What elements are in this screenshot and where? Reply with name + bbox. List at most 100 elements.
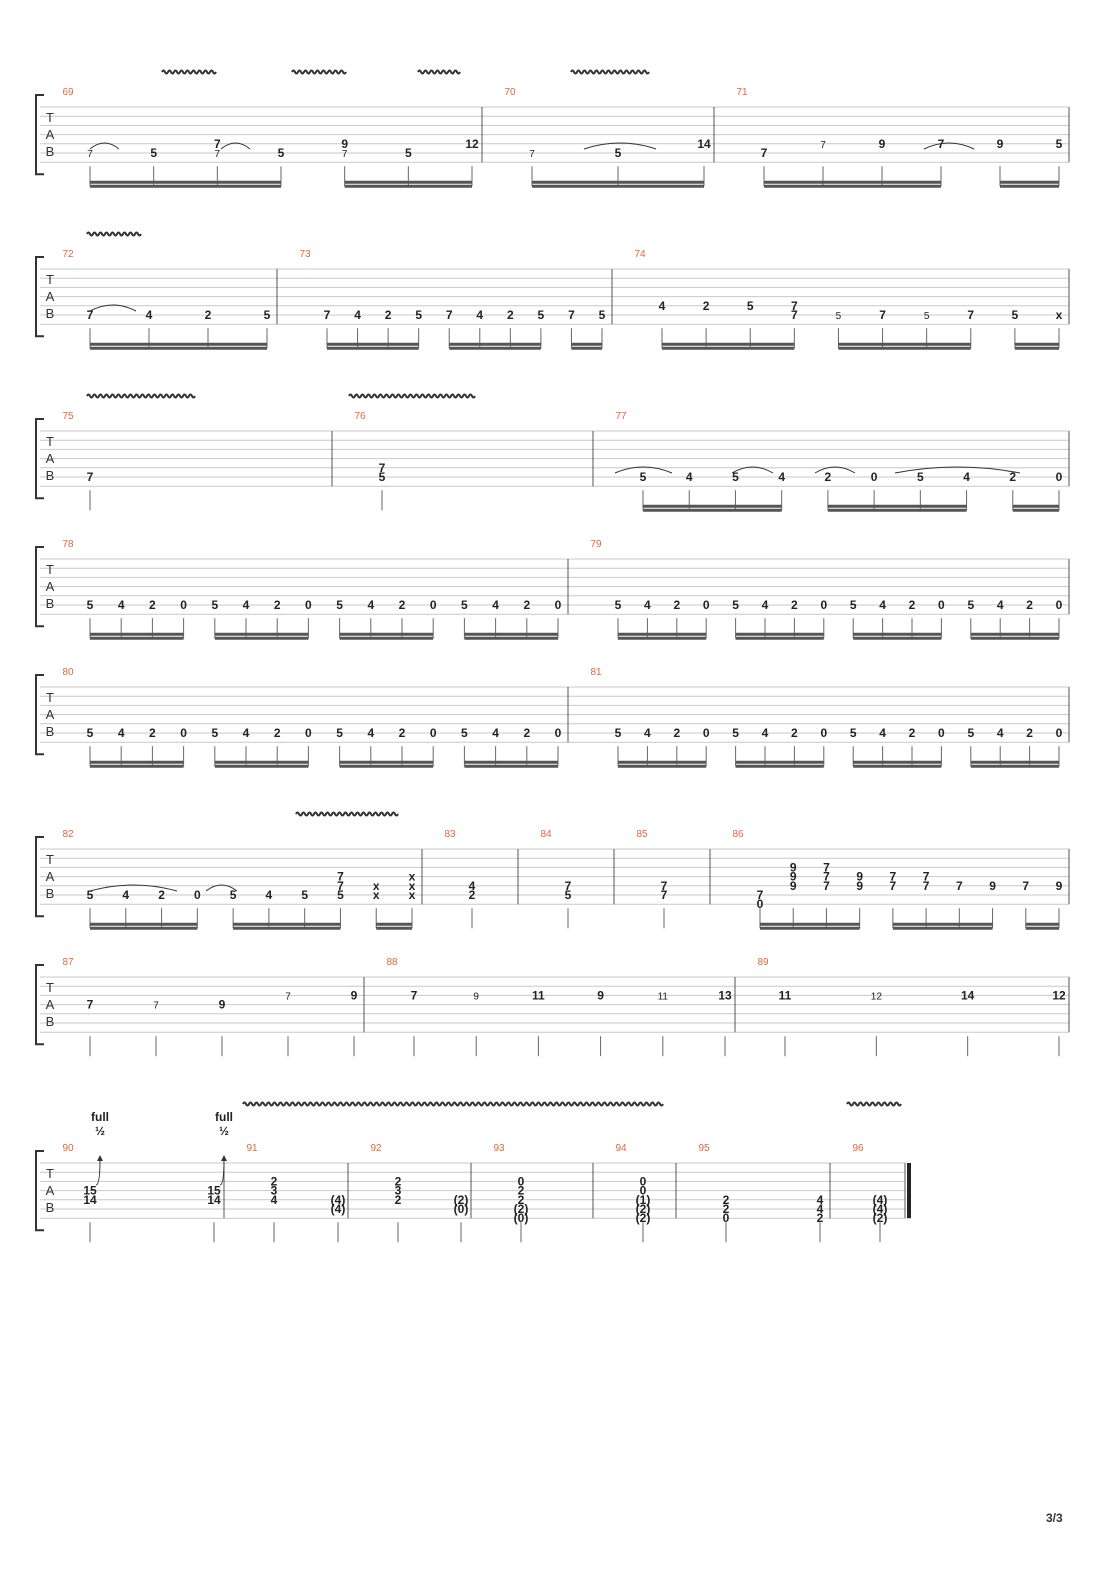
fret-number: 0	[555, 598, 562, 612]
fret-number: 4	[762, 726, 769, 740]
fret-number: 9	[473, 991, 479, 1002]
bend-fraction: ½	[219, 1124, 229, 1138]
tab-clef-letter: A	[46, 579, 55, 594]
tab-clef-letter: B	[46, 306, 55, 321]
fret-number: 9	[790, 860, 797, 874]
fret-number: 5	[150, 146, 157, 160]
system-bracket	[35, 836, 44, 918]
fret-number: 4	[644, 726, 651, 740]
measure-number: 86	[732, 829, 744, 840]
fret-number: 9	[989, 879, 996, 893]
fret-number: 2	[909, 726, 916, 740]
fret-number: 5	[967, 726, 974, 740]
fret-number: 5	[615, 146, 622, 160]
fret-number: 11	[658, 991, 669, 1002]
fret-number: 5	[615, 726, 622, 740]
fret-number: 4	[469, 879, 476, 893]
bend-fraction: ½	[95, 1124, 105, 1138]
fret-number: 7	[661, 888, 668, 902]
measure-number: 96	[852, 1143, 864, 1154]
tab-clef-letter: B	[46, 724, 55, 739]
vibrato-line	[846, 1101, 902, 1107]
fret-number: 14	[961, 988, 975, 1002]
fret-number: 0	[820, 726, 827, 740]
fret-number: 2	[703, 299, 710, 313]
fret-number: (4)	[873, 1202, 888, 1216]
fret-number: 7	[1022, 879, 1029, 893]
measure-number: 92	[370, 1143, 382, 1154]
fret-number: 7	[967, 308, 974, 322]
measure-number: 79	[590, 539, 602, 550]
system-bracket	[35, 418, 44, 500]
fret-number: 4	[879, 726, 886, 740]
fret-number: 7	[285, 991, 291, 1002]
fret-number: 0	[703, 726, 710, 740]
tab-clef-letter: A	[46, 869, 55, 884]
measure-number: 72	[62, 249, 74, 260]
fret-number: 0	[640, 1184, 647, 1198]
fret-number: 5	[836, 311, 842, 322]
fret-number: 3	[395, 1184, 402, 1198]
fret-number: 9	[597, 988, 604, 1002]
fret-number: 4	[146, 308, 153, 322]
measure-number: 93	[493, 1143, 505, 1154]
fret-number: 4	[762, 598, 769, 612]
tab-clef-letter: B	[46, 886, 55, 901]
fret-number: 7	[879, 308, 886, 322]
fret-number: 2	[723, 1193, 730, 1207]
fret-number: 0	[640, 1174, 647, 1188]
fret-number: 4	[118, 598, 125, 612]
fret-number: 4	[778, 470, 785, 484]
fret-number: 2	[518, 1184, 525, 1198]
fret-number: 5	[967, 598, 974, 612]
tie-arc	[731, 466, 774, 474]
tie-arc	[205, 884, 238, 892]
fret-number: 5	[461, 726, 468, 740]
vibrato-line	[295, 811, 399, 817]
fret-number: 2	[205, 308, 212, 322]
fret-number: (1)	[636, 1193, 651, 1207]
measure-number: 90	[62, 1143, 74, 1154]
fret-number: 7	[791, 308, 798, 322]
fret-number: 2	[1009, 470, 1016, 484]
tab-clef-letter: T	[46, 110, 54, 125]
fret-number: x	[373, 879, 380, 893]
fret-number: 2	[149, 726, 156, 740]
tie-arc	[583, 142, 657, 150]
fret-number: 7	[757, 888, 764, 902]
fret-number: 5	[732, 726, 739, 740]
fret-number: 9	[341, 137, 348, 151]
fret-number: 9	[790, 870, 797, 884]
fret-number: 2	[274, 726, 281, 740]
fret-number: 7	[568, 308, 575, 322]
measure-number: 76	[354, 411, 366, 422]
fret-number: (2)	[454, 1193, 469, 1207]
fret-number: 0	[820, 598, 827, 612]
fret-number: 5	[405, 146, 412, 160]
measure-number: 80	[62, 667, 74, 678]
measure-number: 74	[634, 249, 646, 260]
fret-number: 0	[180, 726, 187, 740]
fret-number: 2	[909, 598, 916, 612]
fret-number: 4	[644, 598, 651, 612]
fret-number: 5	[278, 146, 285, 160]
bend-arrowhead	[221, 1155, 227, 1161]
tab-clef-letter: T	[46, 980, 54, 995]
fret-number: 0	[180, 598, 187, 612]
fret-number: 0	[430, 726, 437, 740]
fret-number: (4)	[331, 1193, 346, 1207]
tab-clef-letter: A	[46, 289, 55, 304]
fret-number: 13	[718, 988, 732, 1002]
fret-number: 5	[1056, 137, 1063, 151]
fret-number: 9	[856, 879, 863, 893]
system-bracket	[35, 546, 44, 628]
fret-number: 12	[465, 137, 479, 151]
bend-arrowhead	[97, 1155, 103, 1161]
fret-number: 0	[305, 726, 312, 740]
tab-clef-letter: B	[46, 596, 55, 611]
fret-number: 0	[1056, 598, 1063, 612]
fret-number: 12	[871, 991, 883, 1002]
